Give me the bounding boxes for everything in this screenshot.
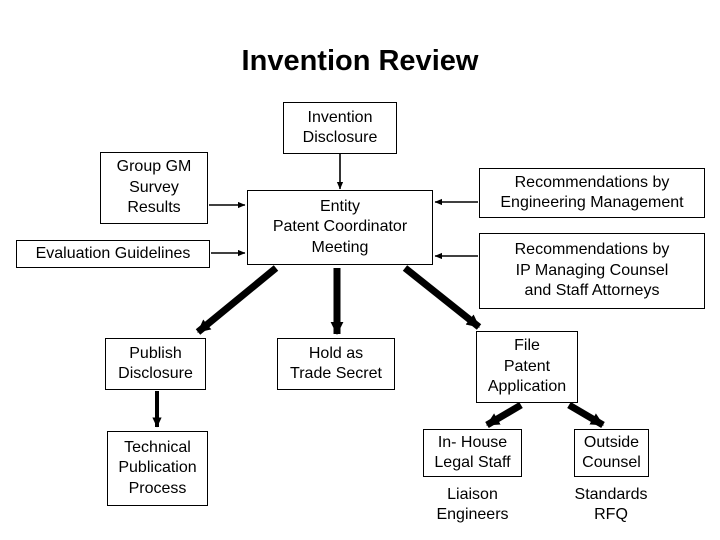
edge-meeting-to-publish-disclosure [195,265,279,335]
node-label-line: Group GM [116,158,192,176]
edge-meeting-to-file-patent-application [402,265,482,330]
node-label-line: Entity [319,197,360,215]
node-label-line: Disclosure [118,365,193,382]
edge-file-patent-application-to-in-house-legal-staff [485,401,523,429]
node-label-line: Process [128,479,187,497]
node-label-line: Application [487,378,567,396]
node-label-line: Trade Secret [290,365,382,382]
node-label-line: In- House [437,433,508,451]
node-label-line: Outside [583,433,640,451]
node-label-line: Recommendations by [514,173,670,191]
node-label-line: Recommendations by [514,241,670,259]
node-label-line: Results [127,199,181,217]
node-label-line: RFQ [594,506,628,523]
node-label-line: Standards [574,485,648,503]
node-label-line: Engineers [436,506,509,523]
node-recommendations-engineering-management[interactable]: Recommendations by Engineering Management [479,168,705,218]
node-hold-as-trade-secret[interactable]: Hold as Trade Secret [277,338,395,390]
node-label-line: Disclosure [302,129,378,146]
node-label-line: Evaluation Guidelines [35,244,191,262]
node-label-line: and Staff Attorneys [524,282,660,300]
node-label-line: Invention [307,108,373,126]
node-label-line: Liaison [447,485,498,503]
node-label-line: Publish [129,344,182,362]
node-label-line: Hold as [308,344,364,362]
node-label-line: IP Managing Counsel [515,261,669,279]
node-label-line: Technical [124,438,191,456]
node-evaluation-guidelines[interactable]: Evaluation Guidelines [16,240,210,268]
page-title: Invention Review [241,45,479,77]
node-label-line: Patent Coordinator [272,218,408,236]
node-label-line: Counsel [582,454,641,471]
node-label-line: Publication [118,459,197,477]
node-label-line: Patent [503,357,551,375]
node-label-line: File [514,337,540,355]
node-label-line: Meeting [311,238,369,256]
node-label-line: Survey [129,178,179,196]
node-label-line: Engineering Management [500,194,684,211]
edge-file-patent-application-to-outside-counsel [567,401,605,429]
node-recommendations-ip-counsel[interactable]: Recommendations by IP Managing Counsel and… [479,233,705,309]
node-label-line: Legal Staff [434,454,511,471]
